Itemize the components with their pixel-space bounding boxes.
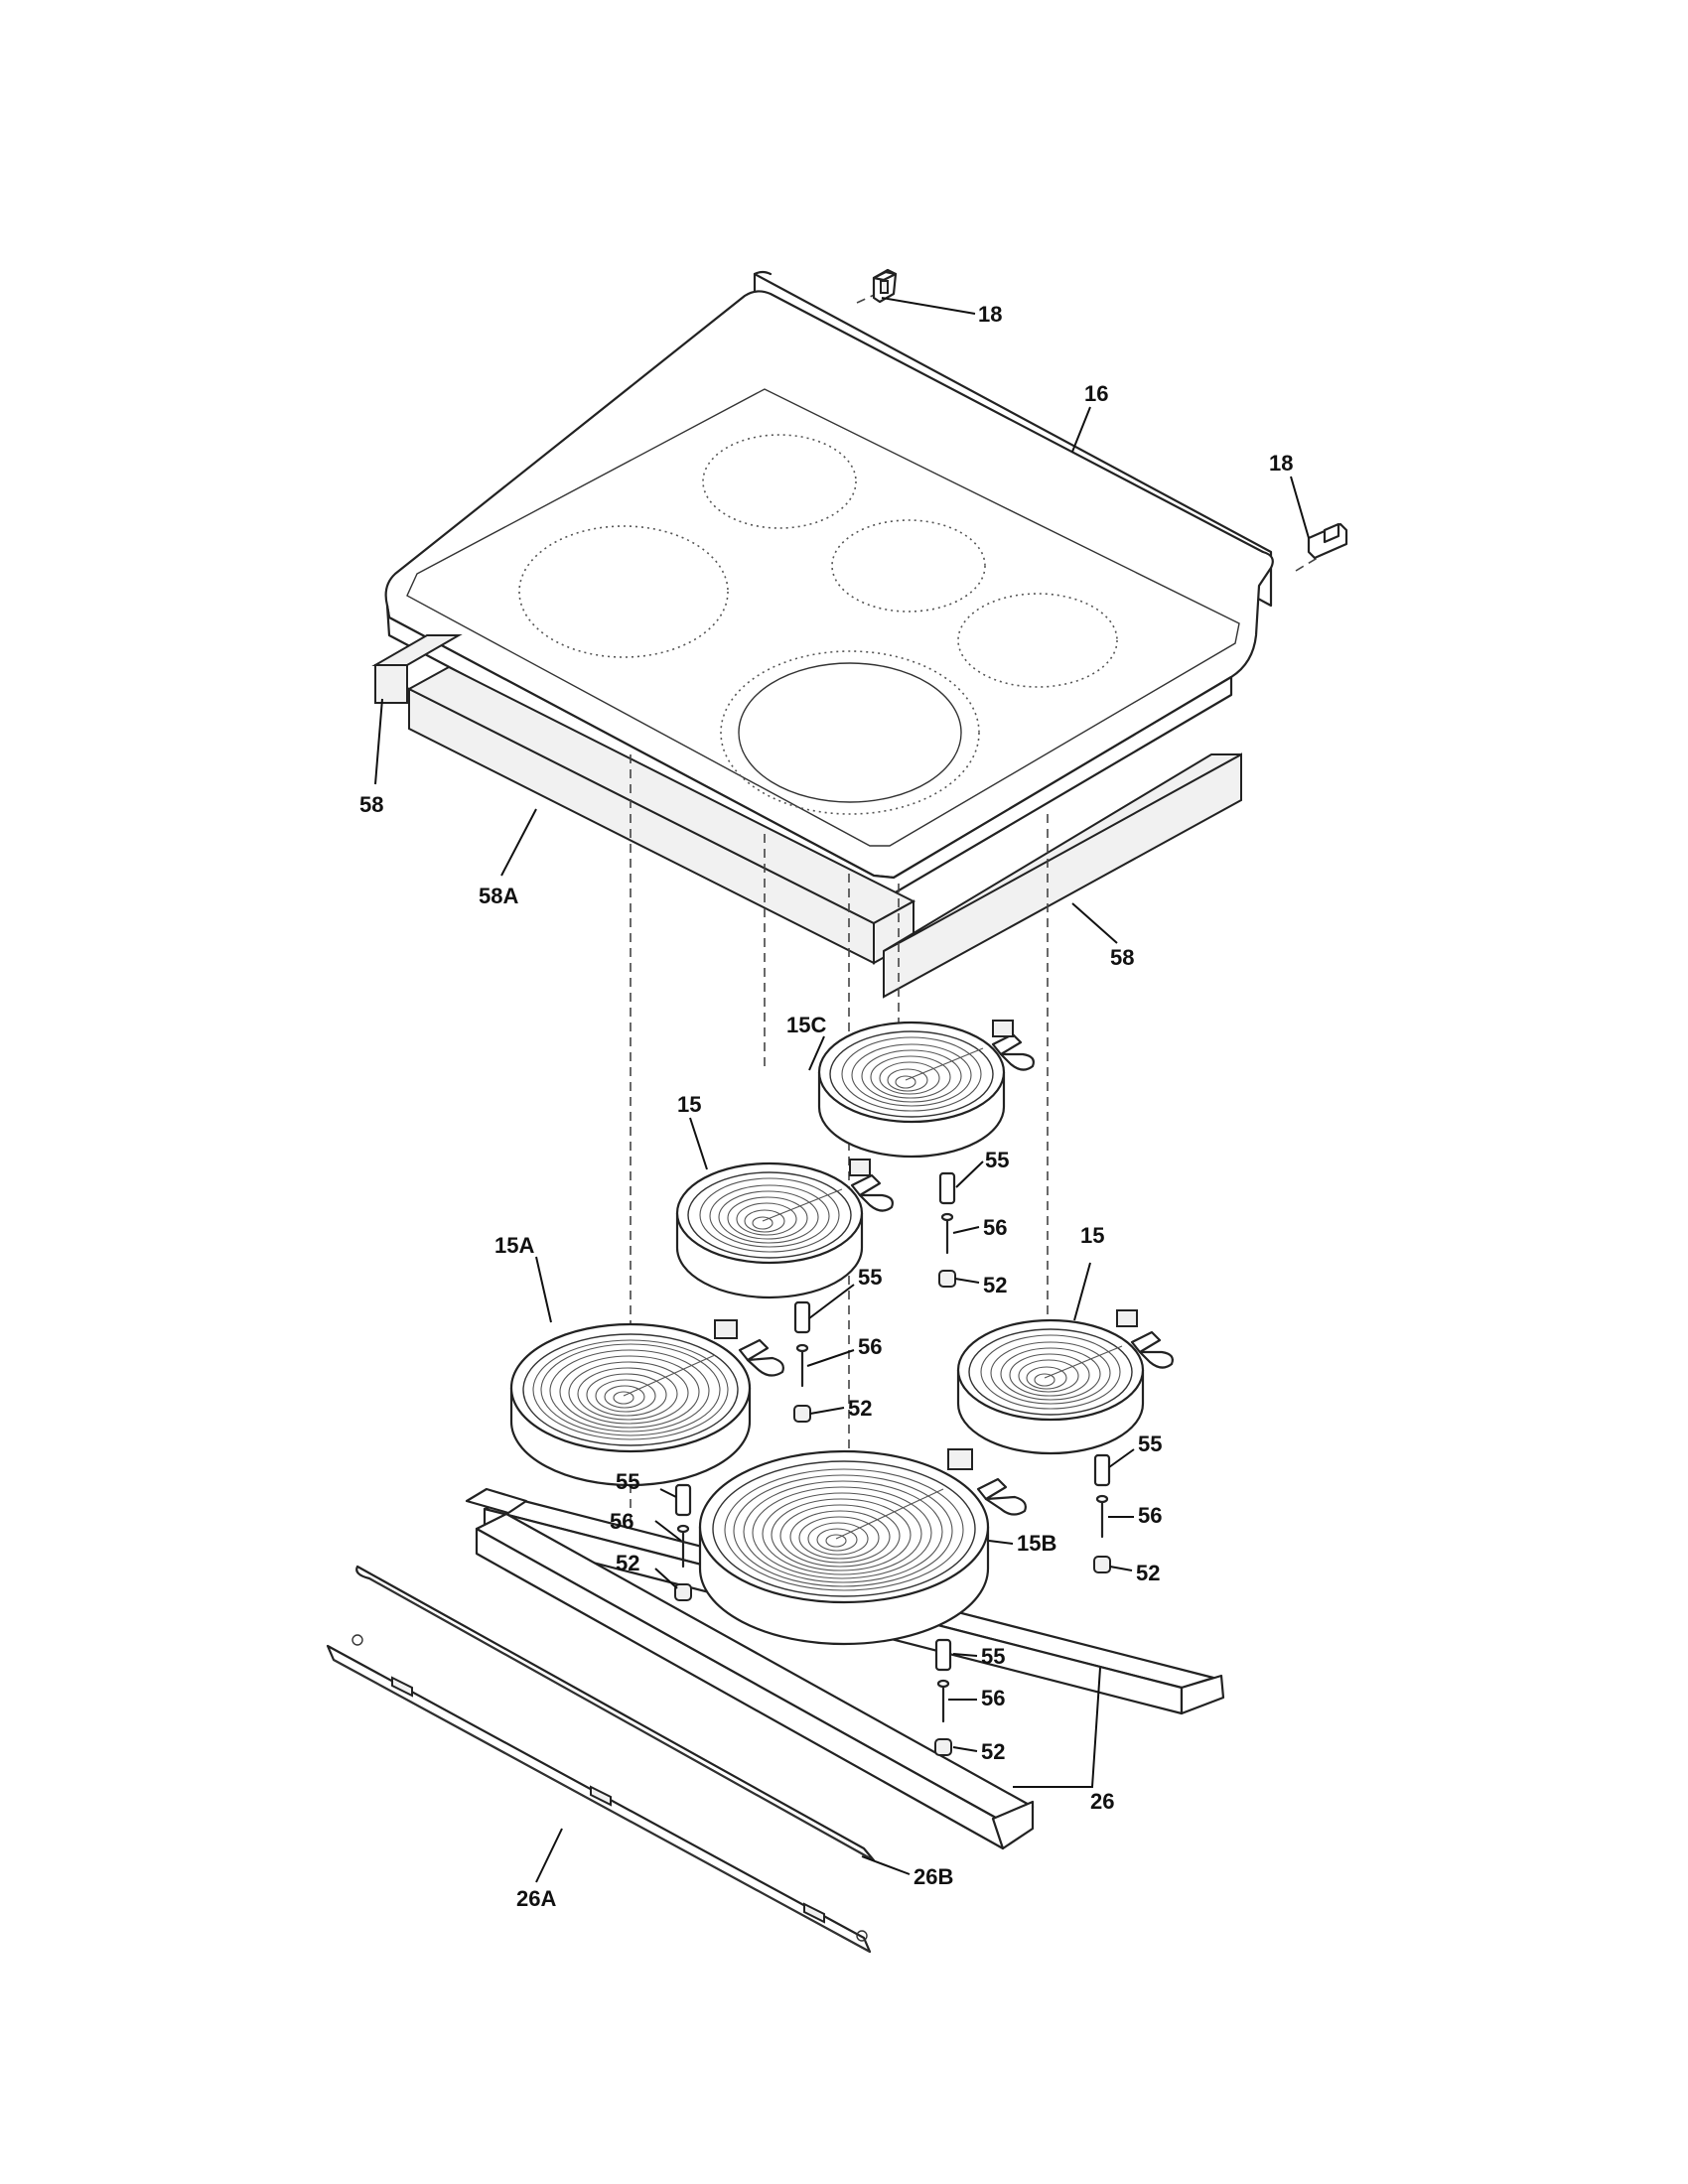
trim-strip-26B [355, 1565, 876, 1862]
zone-right [957, 593, 1118, 688]
callout-56-e: 56 [981, 1686, 1005, 1710]
bracket-clip-18-top [872, 268, 898, 304]
callout-58-left: 58 [359, 792, 383, 817]
insulation-strip-58-right [883, 752, 1242, 999]
callout-56-c: 56 [610, 1509, 633, 1534]
callout-58A: 58A [479, 884, 518, 908]
callout-55-e: 55 [981, 1644, 1005, 1669]
fastener-stack-a [938, 1171, 956, 1288]
zone-center [831, 519, 986, 613]
fastener-stack-d [1093, 1453, 1111, 1573]
insulation-strip-58A-front [406, 665, 916, 965]
callout-26A: 26A [516, 1886, 556, 1911]
fastener-stack-b [793, 1300, 811, 1423]
bracket-clip-18-right [1307, 522, 1348, 560]
radiant-element-15C [817, 1020, 1035, 1159]
zone-rear-left [702, 434, 857, 529]
callout-15A: 15A [494, 1233, 534, 1258]
callout-26: 26 [1090, 1789, 1114, 1814]
callout-16: 16 [1084, 381, 1108, 406]
radiant-element-15B [698, 1448, 1027, 1646]
callout-58-right: 58 [1110, 945, 1134, 970]
callout-52-d: 52 [1136, 1561, 1160, 1585]
callout-15B: 15B [1017, 1531, 1056, 1556]
callout-18-right: 18 [1269, 451, 1293, 476]
callout-56-a: 56 [983, 1215, 1007, 1240]
trim-bar-26A [326, 1634, 872, 1954]
callout-52-b: 52 [848, 1396, 872, 1421]
callout-56-d: 56 [1138, 1503, 1162, 1528]
callout-15-right: 15 [1080, 1223, 1104, 1248]
fastener-stack-c [674, 1483, 692, 1601]
callout-15C: 15C [786, 1013, 826, 1037]
callout-55-b: 55 [858, 1265, 882, 1290]
callout-55-a: 55 [985, 1148, 1009, 1172]
leader-lines [374, 297, 1310, 1883]
insulation-strip-58-left [371, 634, 463, 704]
callout-52-e: 52 [981, 1739, 1005, 1764]
radiant-element-15A [509, 1319, 784, 1487]
callout-18-top: 18 [978, 302, 1002, 327]
callout-52-a: 52 [983, 1273, 1007, 1297]
callout-15-center: 15 [677, 1092, 701, 1117]
radiant-element-15-right [956, 1309, 1174, 1455]
callout-labels: 18 16 18 58 58A 58 15C 15 55 56 52 15A 5… [359, 302, 1293, 1911]
callout-26B: 26B [914, 1864, 953, 1889]
support-rail-26-front [475, 1512, 1035, 1850]
zone-front-large [720, 650, 980, 815]
callout-55-d: 55 [1138, 1432, 1162, 1456]
fastener-stack-e [934, 1638, 952, 1756]
callout-56-b: 56 [858, 1334, 882, 1359]
callout-55-c: 55 [616, 1469, 639, 1494]
zone-left-large [518, 525, 729, 658]
cooktop-glass-16 [384, 270, 1274, 895]
radiant-element-15-center [675, 1159, 894, 1299]
callout-52-c: 52 [616, 1551, 639, 1575]
